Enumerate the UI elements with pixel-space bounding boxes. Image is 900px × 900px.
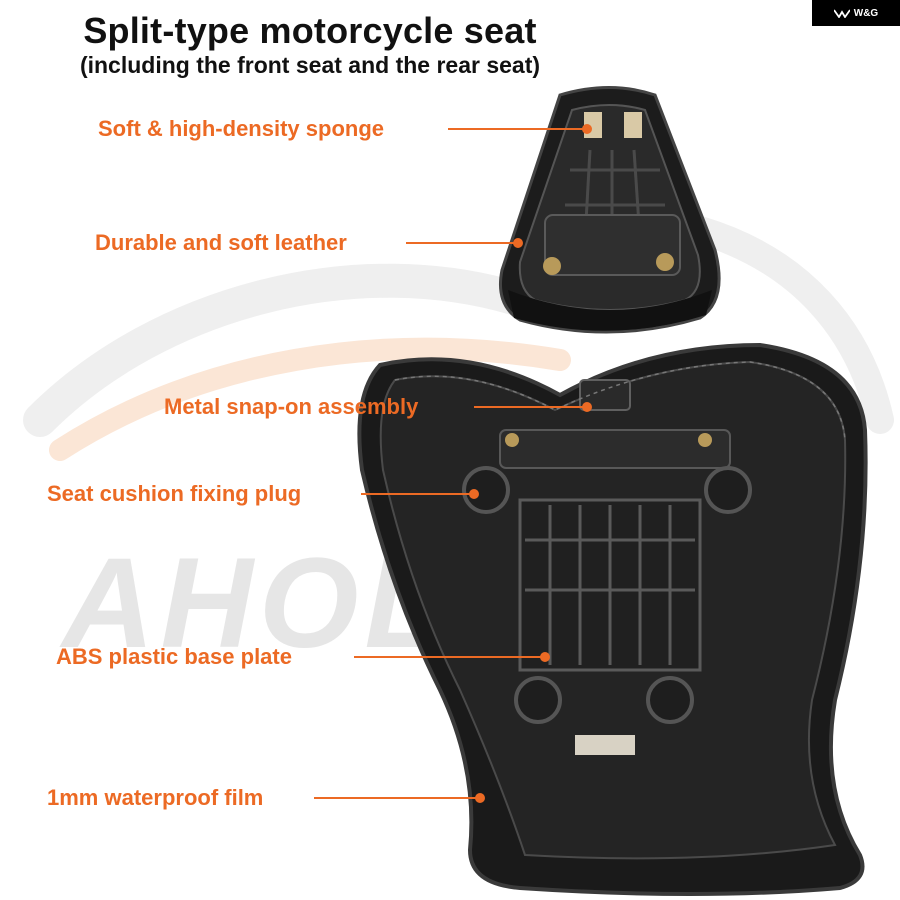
page-title: Split-type motorcycle seat [83,10,537,51]
page-subtitle: (including the front seat and the rear s… [79,52,541,78]
watermark-text: AHOL [62,532,449,675]
callout-sponge: Soft & high-density sponge [98,116,384,141]
callout-base: ABS plastic base plate [56,644,292,669]
callout-plug: Seat cushion fixing plug [47,481,302,506]
wings-logo-icon [833,9,850,18]
callout-film: 1mm waterproof film [47,785,264,810]
leader-lines [314,124,592,803]
front-seat [357,342,868,896]
brand-badge: W&G [812,0,900,26]
rear-seat [499,86,721,334]
callout-leather: Durable and soft leather [95,230,347,255]
callout-snap: Metal snap-on assembly [164,394,419,419]
brand-label: W&G [853,7,879,19]
